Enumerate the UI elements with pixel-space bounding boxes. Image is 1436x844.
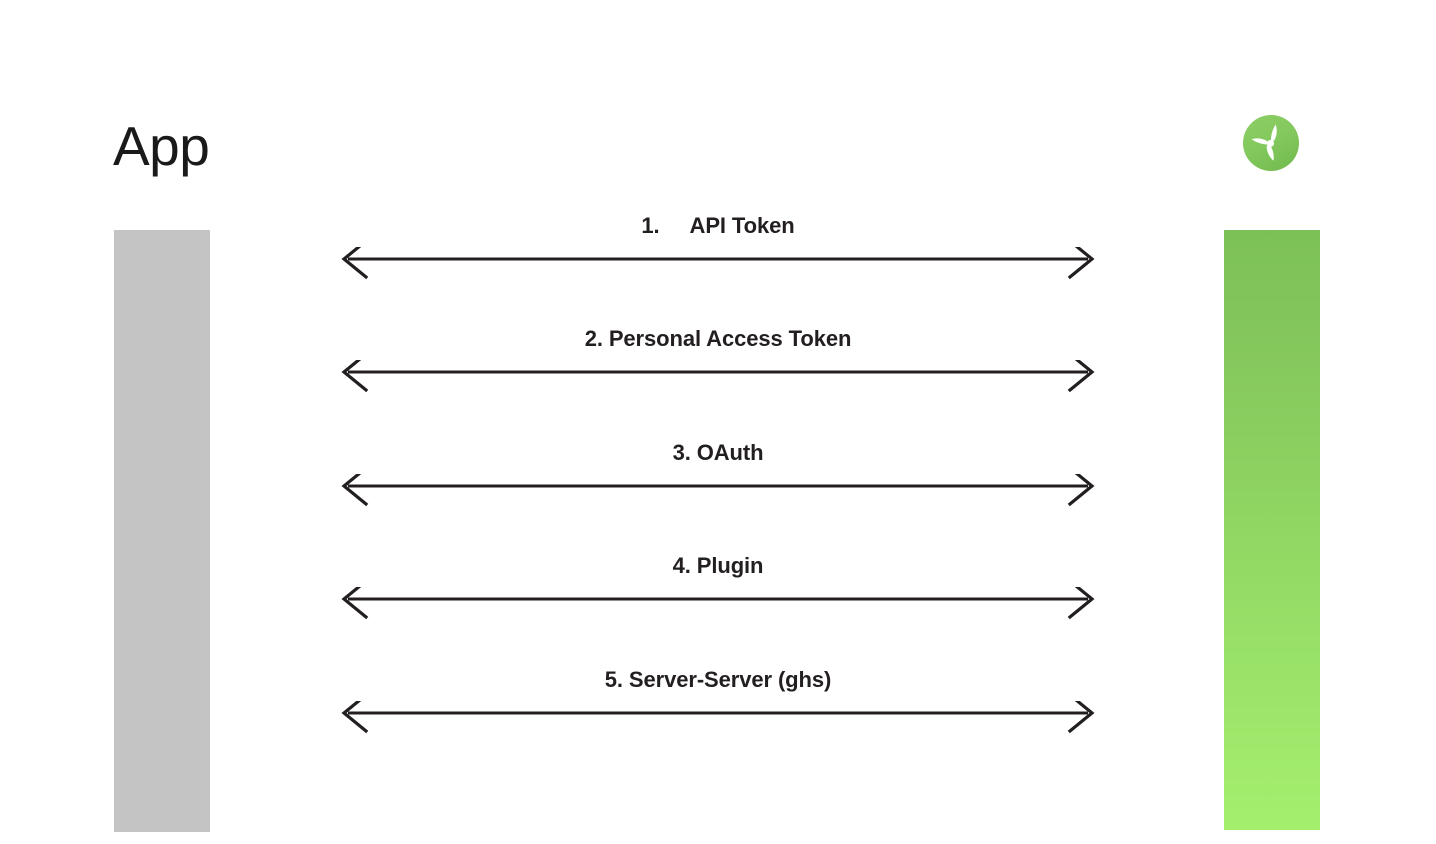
message-row: 4. Plugin	[338, 553, 1098, 649]
double-arrow-icon	[341, 474, 1095, 507]
double-arrow-icon	[341, 587, 1095, 620]
message-label: 2. Personal Access Token	[584, 326, 852, 351]
propeller-logo-icon	[1242, 114, 1300, 172]
double-arrow-icon	[341, 701, 1095, 734]
message-label: 5. Server-Server (ghs)	[604, 667, 832, 692]
message-row: 1. API Token	[338, 213, 1098, 309]
service-lifeline-bar	[1224, 230, 1320, 830]
message-label: 4. Plugin	[672, 553, 764, 578]
message-label: 1. API Token	[641, 213, 795, 238]
double-arrow-icon	[341, 247, 1095, 280]
double-arrow-icon	[341, 360, 1095, 393]
message-row: 3. OAuth	[338, 440, 1098, 536]
message-row: 5. Server-Server (ghs)	[338, 667, 1098, 763]
app-lifeline-bar	[114, 230, 210, 832]
message-label: 3. OAuth	[672, 440, 764, 465]
page-title: App	[113, 115, 210, 177]
message-row: 2. Personal Access Token	[338, 326, 1098, 422]
